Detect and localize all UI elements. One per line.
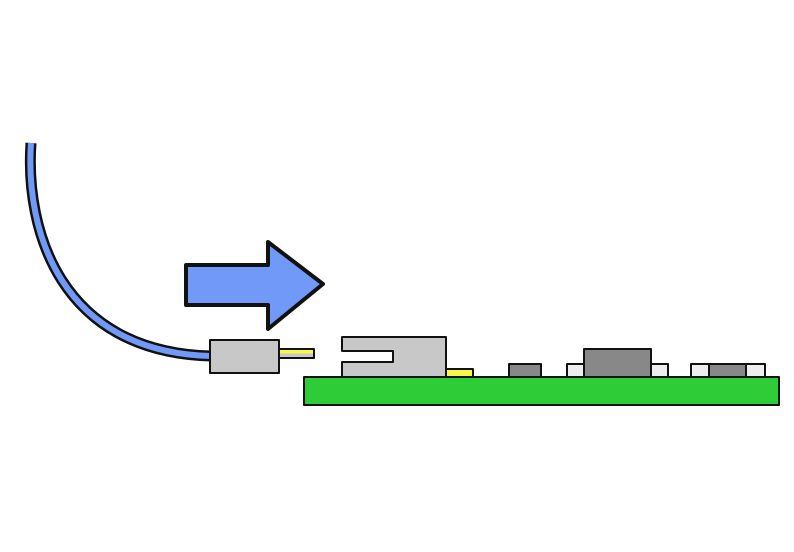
pad-left bbox=[690, 363, 710, 378]
large-chip bbox=[583, 348, 652, 378]
circuit-board bbox=[303, 376, 780, 406]
pad-right bbox=[650, 363, 669, 378]
insertion-arrow bbox=[184, 240, 325, 331]
plug-body bbox=[209, 339, 280, 374]
medium-chip bbox=[708, 363, 747, 378]
socket-pad bbox=[445, 368, 474, 378]
cable bbox=[27, 142, 212, 359]
small-chip bbox=[508, 363, 542, 378]
plug-pin-contact bbox=[280, 350, 313, 354]
socket-connector bbox=[341, 336, 447, 378]
pad-left bbox=[566, 363, 585, 378]
cable-outline bbox=[24, 142, 212, 362]
pad-right bbox=[745, 363, 766, 378]
